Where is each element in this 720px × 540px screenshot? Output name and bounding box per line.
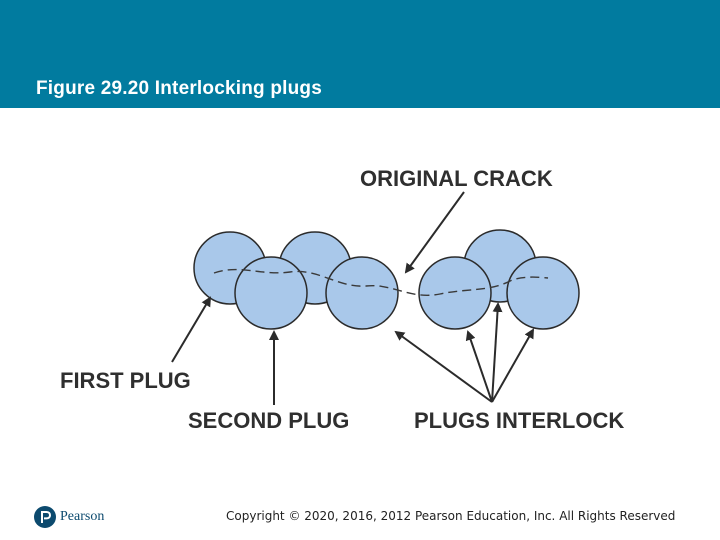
pearson-brand-name: Pearson [60,509,105,524]
arrow-original-crack [404,191,465,274]
arrow-first-plug [171,296,212,363]
original-crack-line [213,268,549,296]
arrow-group [171,191,534,405]
pearson-logo-icon [34,506,56,528]
plug-group [193,229,580,330]
label-plugs-interlock: PLUGS INTERLOCK [414,408,624,433]
pearson-logo: Pearson [34,505,104,529]
arrow-interlock-2 [465,330,493,403]
slide-title: Figure 29.20 Interlocking plugs [36,78,322,99]
plug-7 [506,256,580,330]
label-second-plug: SECOND PLUG [188,408,349,433]
arrow-interlock-4 [491,328,534,403]
plug-2 [234,256,308,330]
arrow-interlock-1 [394,330,493,403]
copyright-notice: Copyright © 2020, 2016, 2012 Pearson Edu… [226,509,676,523]
interlocking-plugs-diagram: ORIGINAL CRACK FIRST PLUG SECOND PLUG PL… [60,166,624,433]
label-first-plug: FIRST PLUG [60,368,191,393]
plug-5 [418,256,492,330]
label-original-crack: ORIGINAL CRACK [360,166,553,191]
plug-4 [325,256,399,330]
arrow-interlock-3 [491,302,503,403]
slide-header: Figure 29.20 Interlocking plugs [0,0,720,108]
